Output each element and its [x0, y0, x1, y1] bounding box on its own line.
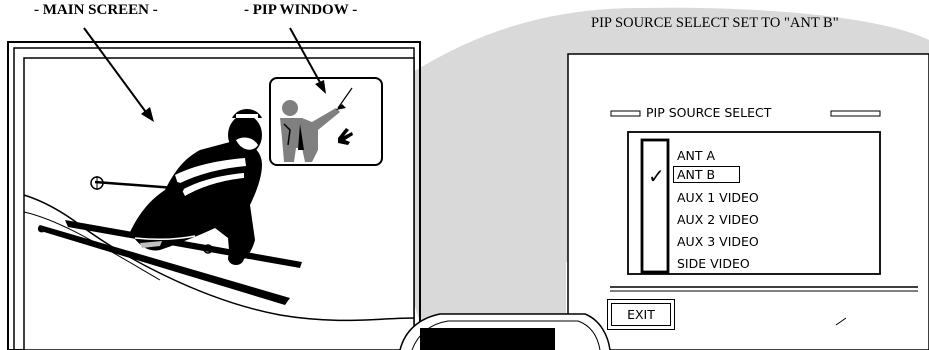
menu-item-aux1-video[interactable]: AUX 1 VIDEO	[677, 191, 759, 205]
menu-item-aux3-video[interactable]: AUX 3 VIDEO	[677, 235, 759, 249]
menu-title: PIP SOURCE SELECT	[646, 106, 771, 120]
pip-source-caption: PIP SOURCE SELECT SET TO "ANT B"	[591, 15, 839, 32]
exit-button[interactable]: EXIT	[607, 299, 675, 330]
menu-item-side-video[interactable]: SIDE VIDEO	[677, 257, 750, 271]
pip-window-label: - PIP WINDOW -	[244, 2, 357, 19]
tv-rear-view	[400, 314, 610, 350]
menu-item-ant-b[interactable]: ANT B	[677, 168, 715, 182]
exit-button-label: EXIT	[611, 303, 671, 326]
menu-item-ant-a[interactable]: ANT A	[677, 149, 715, 163]
pip-window	[270, 78, 382, 165]
menu-item-aux2-video[interactable]: AUX 2 VIDEO	[677, 213, 759, 227]
main-screen-label: - MAIN SCREEN -	[34, 2, 158, 19]
check-icon: ✓	[648, 166, 665, 186]
